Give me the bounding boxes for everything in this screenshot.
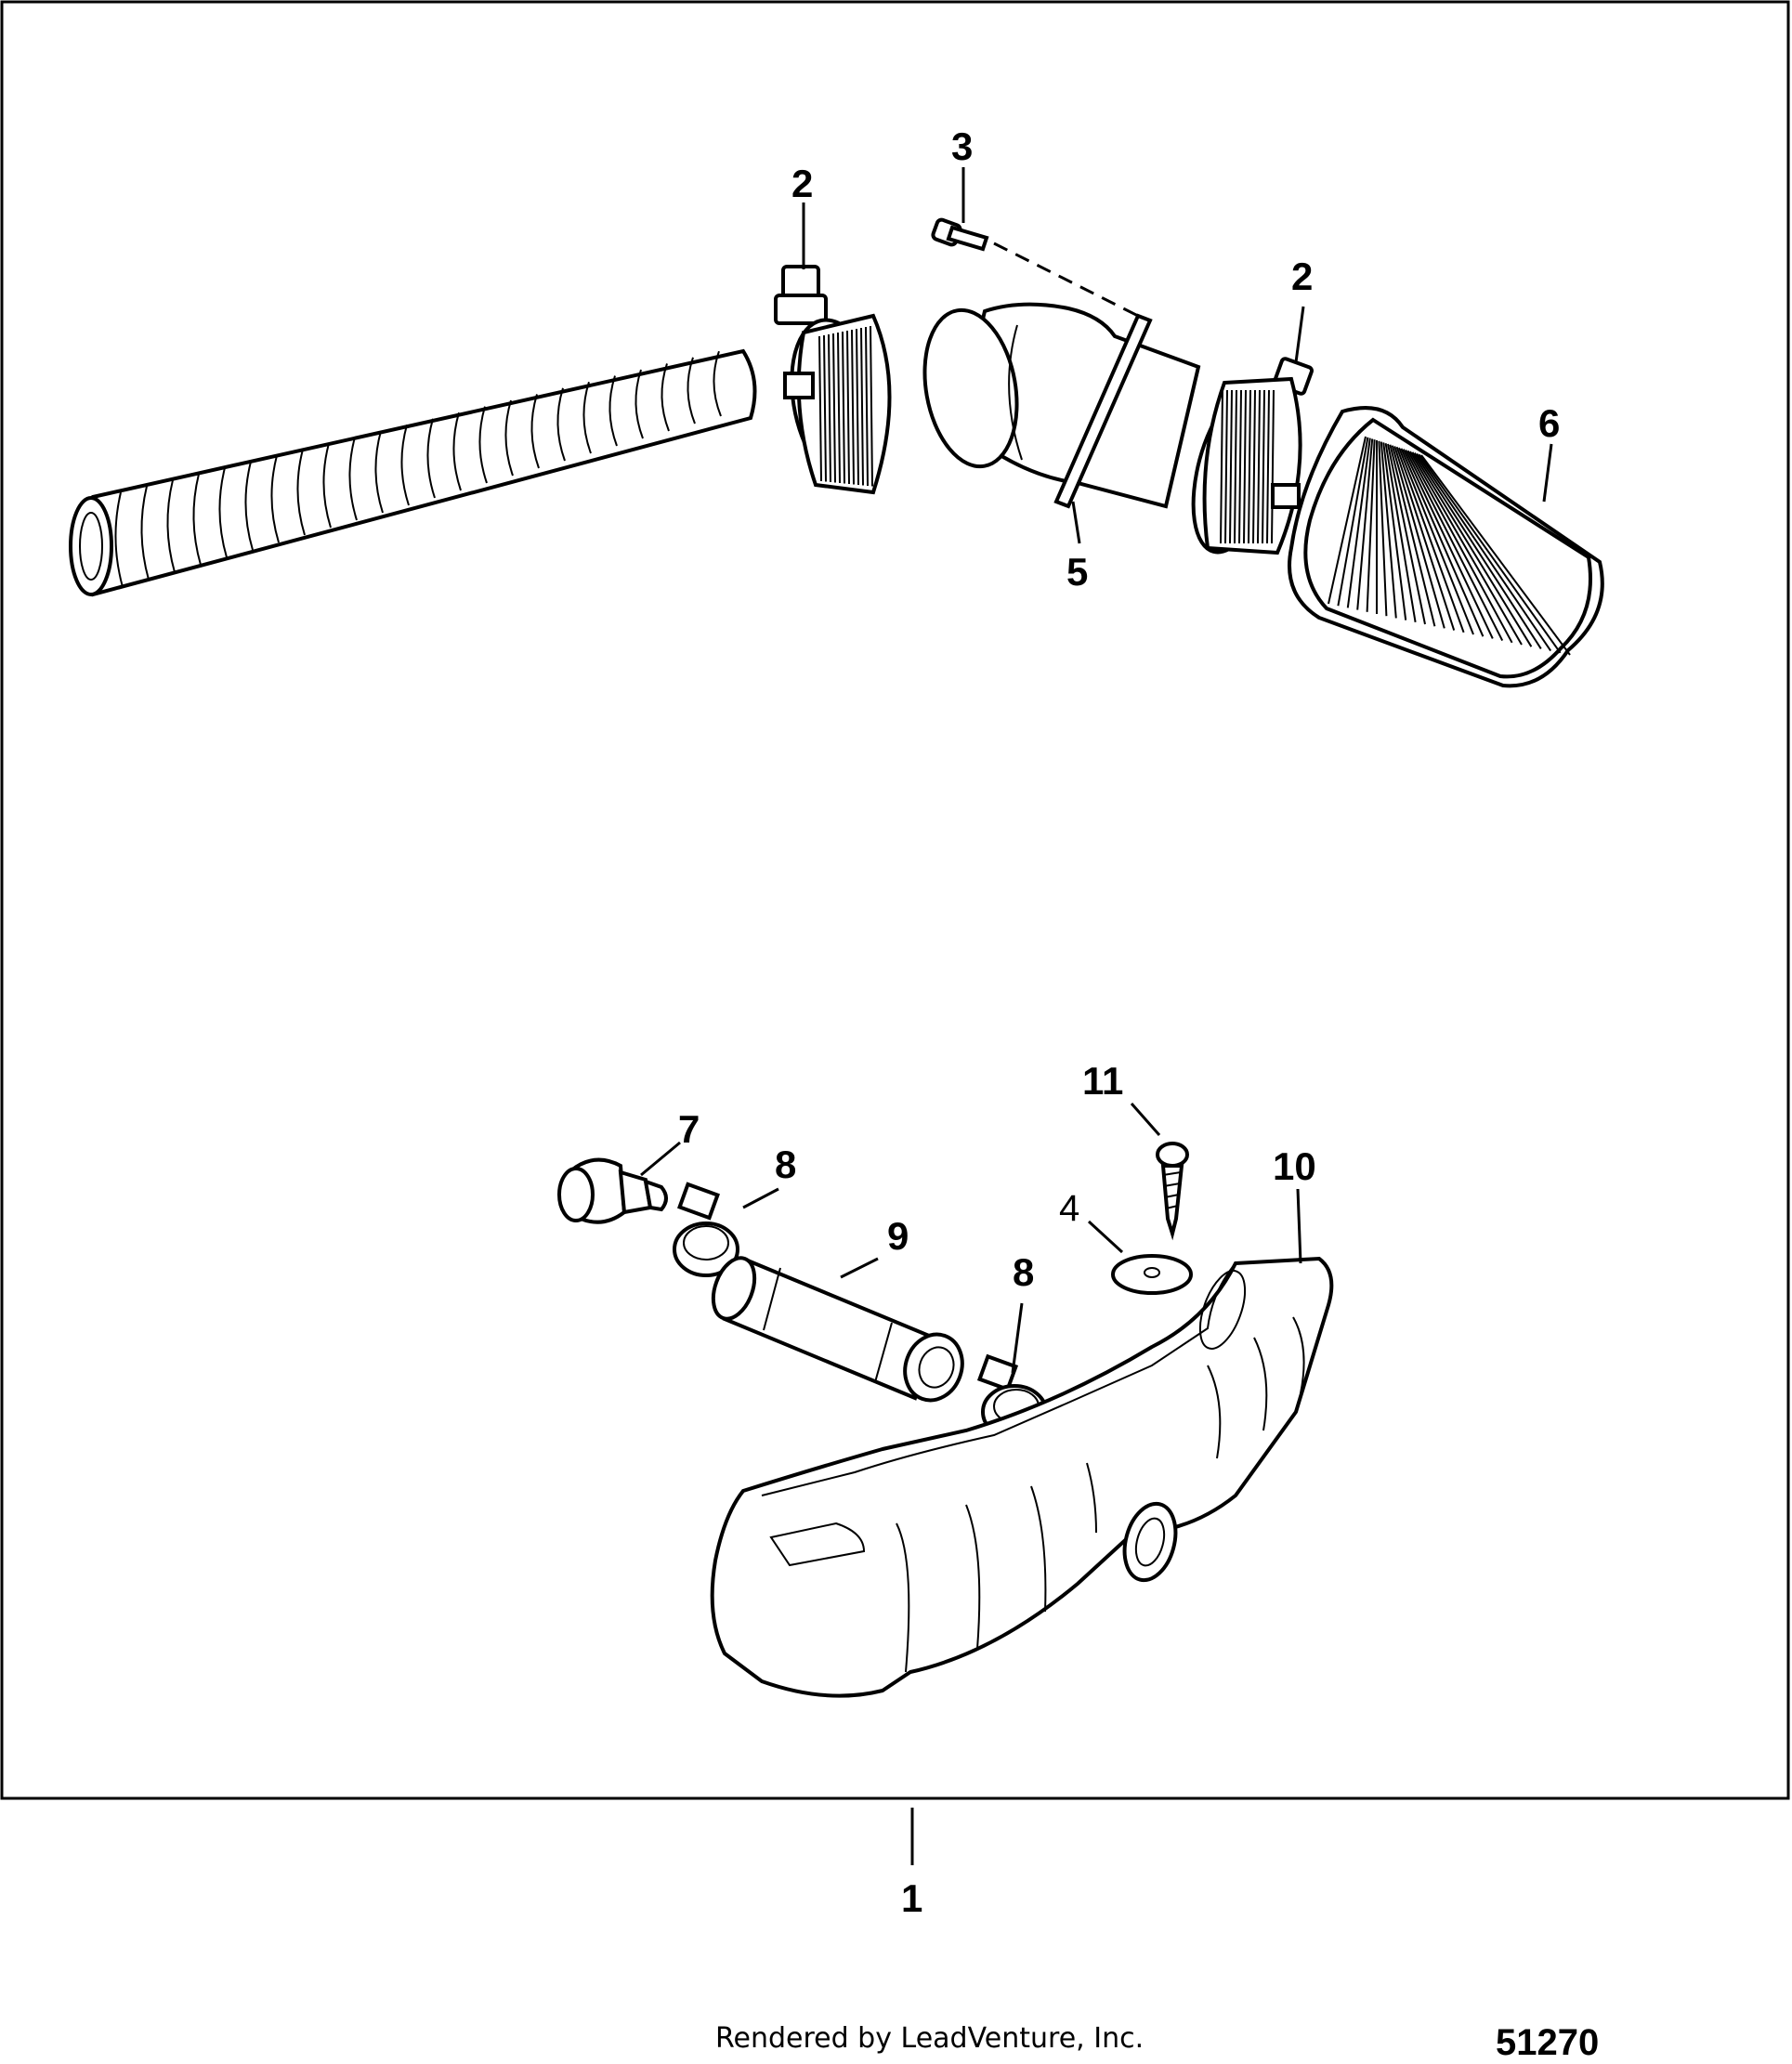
- callout-6: 6: [1538, 401, 1560, 445]
- callout-7: 7: [678, 1107, 700, 1151]
- callout-9: 9: [887, 1214, 909, 1258]
- hex-screw: [931, 217, 1139, 318]
- leader-lines: [640, 167, 1553, 1865]
- hose-clamp-right: [1191, 357, 1314, 555]
- callout-2-left: 2: [791, 162, 813, 205]
- callout-4: 4: [1059, 1188, 1079, 1229]
- intake-cover: [710, 1256, 1334, 1698]
- corrugated-hose: [69, 348, 757, 597]
- callout-8-right: 8: [1013, 1250, 1034, 1294]
- callout-2-right: 2: [1291, 255, 1313, 298]
- self-tapping-screw: [1156, 1142, 1189, 1241]
- drawing-number: 51270: [1496, 2022, 1599, 2063]
- callout-3: 3: [951, 124, 973, 168]
- cone-air-filter: [1288, 406, 1604, 688]
- callout-5: 5: [1066, 550, 1088, 594]
- callout-1: 1: [901, 1876, 922, 1920]
- band-clamp-left: [673, 1182, 739, 1277]
- connector-tube: [711, 1256, 964, 1403]
- washer: [1111, 1254, 1193, 1295]
- hose-clamp-left: [774, 265, 892, 495]
- callout-10: 10: [1273, 1144, 1316, 1188]
- drain-plug: [557, 1157, 668, 1224]
- callouts: 2 3 2 6 5 7 8 9 8 4 11 10 1: [678, 124, 1560, 1920]
- callout-11: 11: [1082, 1059, 1123, 1103]
- footer-credit: Rendered by LeadVenture, Inc.: [715, 2022, 1144, 2055]
- callout-8-left: 8: [775, 1143, 796, 1186]
- intake-elbow: [922, 302, 1201, 509]
